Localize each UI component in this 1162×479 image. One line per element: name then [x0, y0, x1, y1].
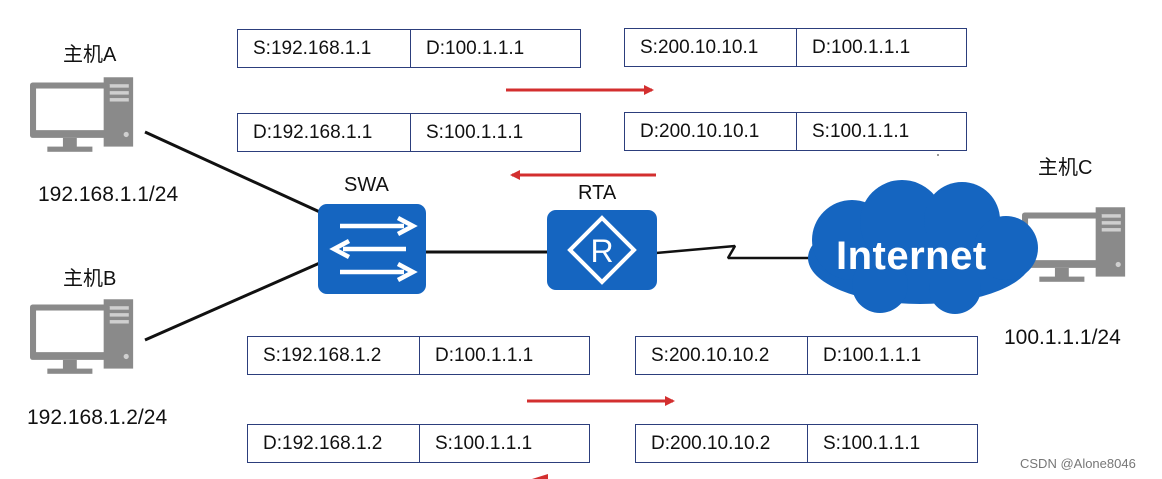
packet-header-a-inbound-public: D:200.10.10.1 S:100.1.1.1: [624, 112, 967, 151]
source-address: S:100.1.1.1: [807, 425, 977, 462]
source-address: S:200.10.10.2: [651, 344, 770, 366]
link-host-b-switch: [144, 260, 323, 342]
source-address: S:100.1.1.1: [410, 114, 580, 151]
link-host-a-switch: [144, 130, 323, 215]
destination-address: D:192.168.1.2: [263, 432, 383, 454]
source-address: S:200.10.10.1: [640, 36, 759, 58]
source-address: S:100.1.1.1: [796, 113, 966, 150]
packet-header-a-outbound-public: S:200.10.10.1 D:100.1.1.1: [624, 28, 967, 67]
source-address: S:100.1.1.1: [419, 425, 589, 462]
host-a-computer-icon: [30, 77, 134, 152]
packet-header-b-inbound-public: D:200.10.10.2 S:100.1.1.1: [635, 424, 978, 463]
source-address: S:192.168.1.1: [253, 37, 372, 59]
host-b-ip: 192.168.1.2/24: [27, 406, 168, 429]
host-a-ip: 192.168.1.1/24: [38, 183, 179, 206]
svg-text:R: R: [590, 233, 613, 269]
destination-address: D:100.1.1.1: [419, 337, 589, 374]
internet-label: Internet: [836, 234, 987, 278]
internet-cloud-icon: [808, 180, 1038, 314]
router-label: RTA: [578, 182, 617, 204]
packet-header-b-inbound-private: D:192.168.1.2 S:100.1.1.1: [247, 424, 590, 463]
host-c-ip: 100.1.1.1/24: [1004, 326, 1121, 349]
switch-label: SWA: [344, 174, 389, 196]
switch-icon: [318, 204, 426, 294]
host-a-label: 主机A: [63, 44, 117, 66]
destination-address: D:200.10.10.1: [640, 120, 760, 142]
packet-header-a-inbound-private: D:192.168.1.1 S:100.1.1.1: [237, 113, 581, 152]
destination-address: D:192.168.1.1: [253, 121, 373, 143]
packet-header-a-outbound-private: S:192.168.1.1 D:100.1.1.1: [237, 29, 581, 68]
source-address: S:192.168.1.2: [263, 344, 382, 366]
host-c-label: 主机C: [1038, 157, 1093, 179]
destination-address: D:200.10.10.2: [651, 432, 771, 454]
destination-address: D:100.1.1.1: [807, 337, 977, 374]
host-b-computer-icon: [30, 299, 134, 374]
watermark: CSDN @Alone8046: [1020, 456, 1136, 471]
destination-address: D:100.1.1.1: [796, 29, 966, 66]
host-b-label: 主机B: [63, 268, 117, 290]
destination-address: D:100.1.1.1: [410, 30, 580, 67]
packet-header-b-outbound-private: S:192.168.1.2 D:100.1.1.1: [247, 336, 590, 375]
link-router-internet: [655, 244, 812, 260]
flow-arrow-b-inbound-partial: [532, 474, 548, 479]
packet-header-b-outbound-public: S:200.10.10.2 D:100.1.1.1: [635, 336, 978, 375]
router-icon: R: [547, 210, 657, 290]
